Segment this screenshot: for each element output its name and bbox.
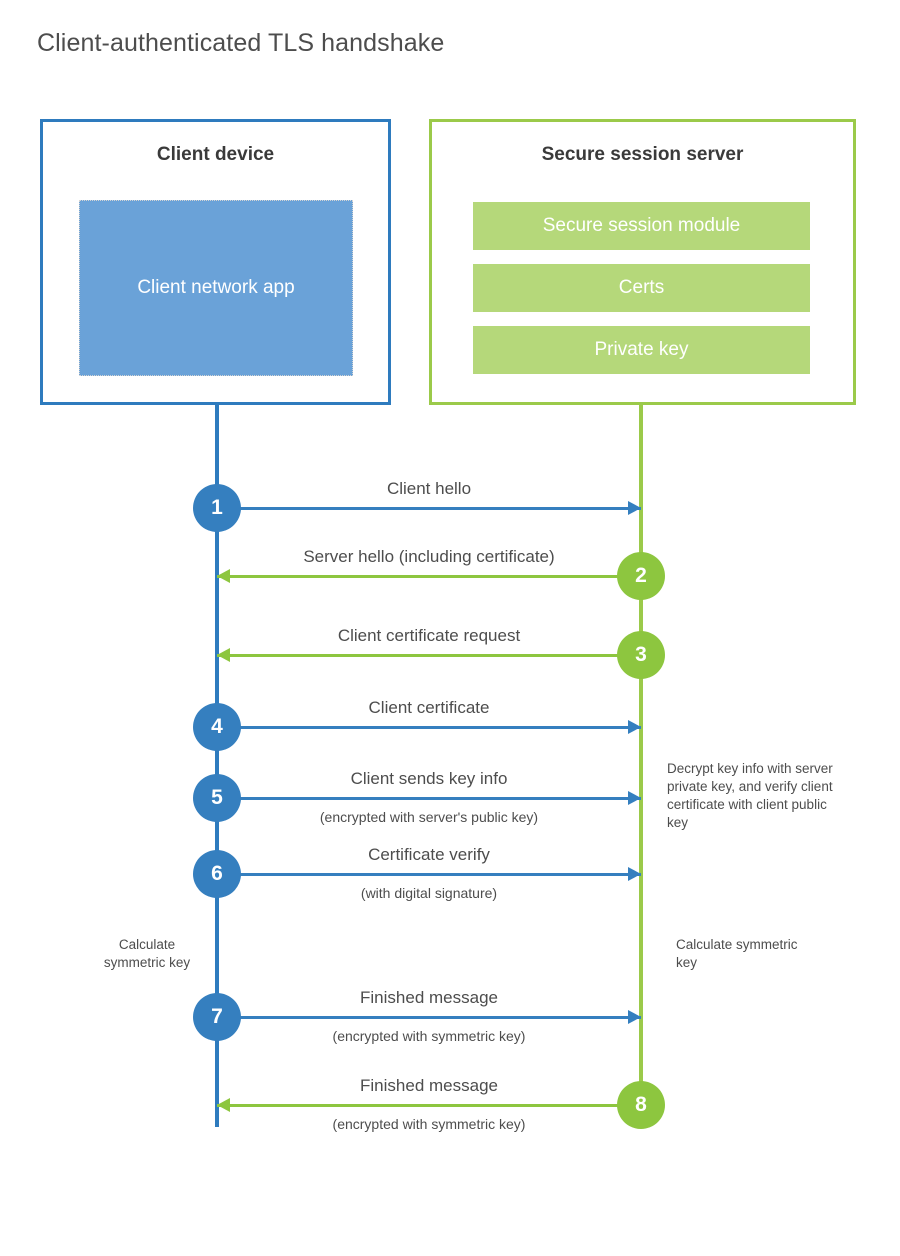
arrow-right-icon <box>628 791 641 805</box>
message-8-label: Finished message <box>360 1076 498 1095</box>
message-4-label: Client certificate <box>368 698 490 717</box>
message-7-sublabel: (encrypted with symmetric key) <box>332 1028 526 1044</box>
client-network-app-block: Client network app <box>79 200 353 376</box>
message-8-sublabel: (encrypted with symmetric key) <box>332 1116 526 1132</box>
client-device-title: Client device <box>156 144 275 165</box>
step-badge-3: 3 <box>617 631 665 679</box>
note-calculate-symmetric-key-client: Calculate symmetric key <box>103 937 191 970</box>
server-component-certs: Certs <box>473 264 810 312</box>
message-7-label: Finished message <box>360 988 498 1007</box>
message-2-line <box>217 575 641 578</box>
message-5-label: Client sends key info <box>350 769 508 788</box>
client-device-box: Client device Client network app <box>40 119 391 405</box>
step-badge-7: 7 <box>193 993 241 1041</box>
message-8-line <box>217 1104 641 1107</box>
arrow-right-icon <box>628 1010 641 1024</box>
message-7-line <box>217 1016 641 1019</box>
arrow-left-icon <box>217 569 230 583</box>
server-component-secure-session-module: Secure session module <box>473 202 810 250</box>
message-6-sublabel: (with digital signature) <box>360 885 498 901</box>
page-title: Client-authenticated TLS handshake <box>37 29 445 57</box>
client-lifeline <box>215 405 219 1127</box>
message-6-line <box>217 873 641 876</box>
arrow-left-icon <box>217 648 230 662</box>
message-3-label: Client certificate request <box>337 626 521 645</box>
message-1-line <box>217 507 641 510</box>
message-1-label: Client hello <box>386 479 472 498</box>
message-3-line <box>217 654 641 657</box>
note-calculate-symmetric-key-server: Calculate symmetric key <box>676 937 798 970</box>
arrow-right-icon <box>628 501 641 515</box>
secure-session-server-box: Secure session server Secure session mod… <box>429 119 856 405</box>
message-4-line <box>217 726 641 729</box>
arrow-right-icon <box>628 867 641 881</box>
message-2-label: Server hello (including certificate) <box>303 547 555 566</box>
step-badge-6: 6 <box>193 850 241 898</box>
step-badge-1: 1 <box>193 484 241 532</box>
arrow-right-icon <box>628 720 641 734</box>
step-badge-5: 5 <box>193 774 241 822</box>
server-lifeline <box>639 405 643 1127</box>
secure-session-server-title: Secure session server <box>541 144 744 165</box>
note-decrypt-key-info: Decrypt key info with server private key… <box>667 761 833 830</box>
message-5-line <box>217 797 641 800</box>
server-component-private-key: Private key <box>473 326 810 374</box>
message-5-sublabel: (encrypted with server's public key) <box>319 809 539 825</box>
arrow-left-icon <box>217 1098 230 1112</box>
step-badge-2: 2 <box>617 552 665 600</box>
step-badge-4: 4 <box>193 703 241 751</box>
message-6-label: Certificate verify <box>368 845 490 864</box>
step-badge-8: 8 <box>617 1081 665 1129</box>
